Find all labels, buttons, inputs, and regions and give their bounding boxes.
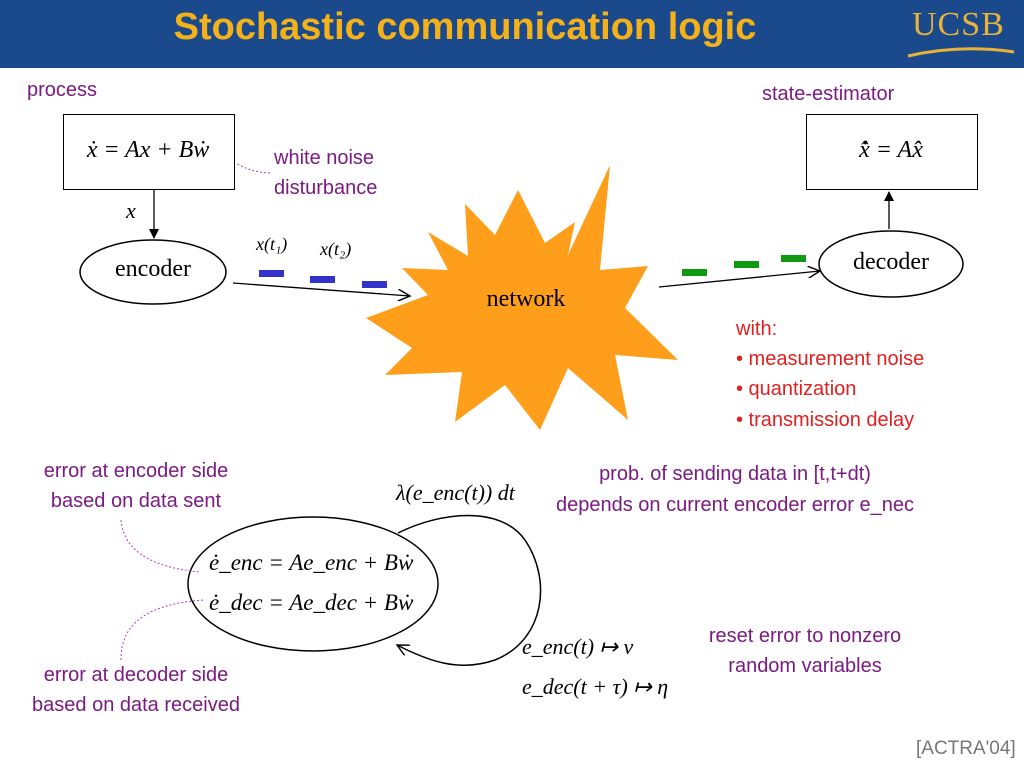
encoder-error-equation: ė_enc = Ae_enc + Bẇ xyxy=(209,550,414,575)
packet-blue-1 xyxy=(259,270,284,277)
ucsb-logo: UCSB xyxy=(912,6,1005,43)
encoder-ellipse xyxy=(79,239,227,305)
header-bar xyxy=(0,0,1024,68)
reset-dec-expression: e_dec(t + τ) ↦ η xyxy=(522,674,669,699)
encoder-error-label-line1: error at encoder side xyxy=(43,460,229,482)
decoder-ellipse xyxy=(818,230,964,298)
state-estimator-box xyxy=(806,114,978,190)
packet-green-2 xyxy=(734,261,759,268)
network-effect-item: • quantization xyxy=(736,378,857,400)
reset-loop-arrow xyxy=(397,514,542,666)
citation-label: [ACTRA'04] xyxy=(916,738,1016,759)
packet-green-1 xyxy=(682,269,707,276)
network-effects-heading: with: xyxy=(736,318,778,340)
packet-blue-2 xyxy=(310,276,335,283)
logo-swoosh-icon xyxy=(907,47,1015,58)
white-noise-label: white noise xyxy=(274,147,375,169)
encoder-error-label-line2: based on data sent xyxy=(50,490,222,512)
network-effect-item: • transmission delay xyxy=(736,409,915,431)
prob-sending-line1: prob. of sending data in [t,t+dt) xyxy=(599,463,871,485)
decoder-error-leader xyxy=(120,599,206,661)
reset-error-line1: reset error to nonzero xyxy=(708,625,902,647)
process-box xyxy=(63,114,235,190)
slide-title: Stochastic communication logic xyxy=(173,6,757,48)
noise-leader-line xyxy=(235,162,271,174)
decoder-error-label-line1: error at decoder side xyxy=(43,664,229,686)
disturbance-label: disturbance xyxy=(274,177,378,199)
decoder-error-label-line2: based on data received xyxy=(32,694,240,716)
encoder-label: encoder xyxy=(115,256,191,282)
packet-green-3 xyxy=(781,255,806,262)
packet-blue-3 xyxy=(362,281,387,288)
network-burst xyxy=(366,165,678,430)
x-signal-label: x xyxy=(126,198,136,223)
network-label: network xyxy=(486,286,566,312)
network-to-decoder-arrow xyxy=(658,271,820,288)
process-equation: ẋ = Ax + Bẇ xyxy=(86,137,210,163)
state-estimator-label: state-estimator xyxy=(762,83,895,105)
prob-sending-line2: depends on current encoder error e_nec xyxy=(555,494,914,516)
sample-t2-label: x(t₂) xyxy=(320,239,352,259)
network-effect-item: • measurement noise xyxy=(736,348,925,370)
process-label: process xyxy=(27,79,98,101)
decoder-error-equation: ė_dec = Ae_dec + Bẇ xyxy=(209,590,414,615)
error-ellipse xyxy=(187,516,439,652)
reset-enc-expression: e_enc(t) ↦ ν xyxy=(522,634,634,659)
encoder-to-network-arrow xyxy=(232,282,410,296)
reset-error-line2: random variables xyxy=(728,655,882,677)
estimator-equation: x̂̇ = Ax̂ xyxy=(859,137,923,163)
decoder-label: decoder xyxy=(853,249,929,275)
rate-expression: λ(e_enc(t)) dt xyxy=(396,480,515,505)
encoder-error-leader xyxy=(120,519,201,573)
sample-t1-label: x(t₁) xyxy=(256,234,288,254)
